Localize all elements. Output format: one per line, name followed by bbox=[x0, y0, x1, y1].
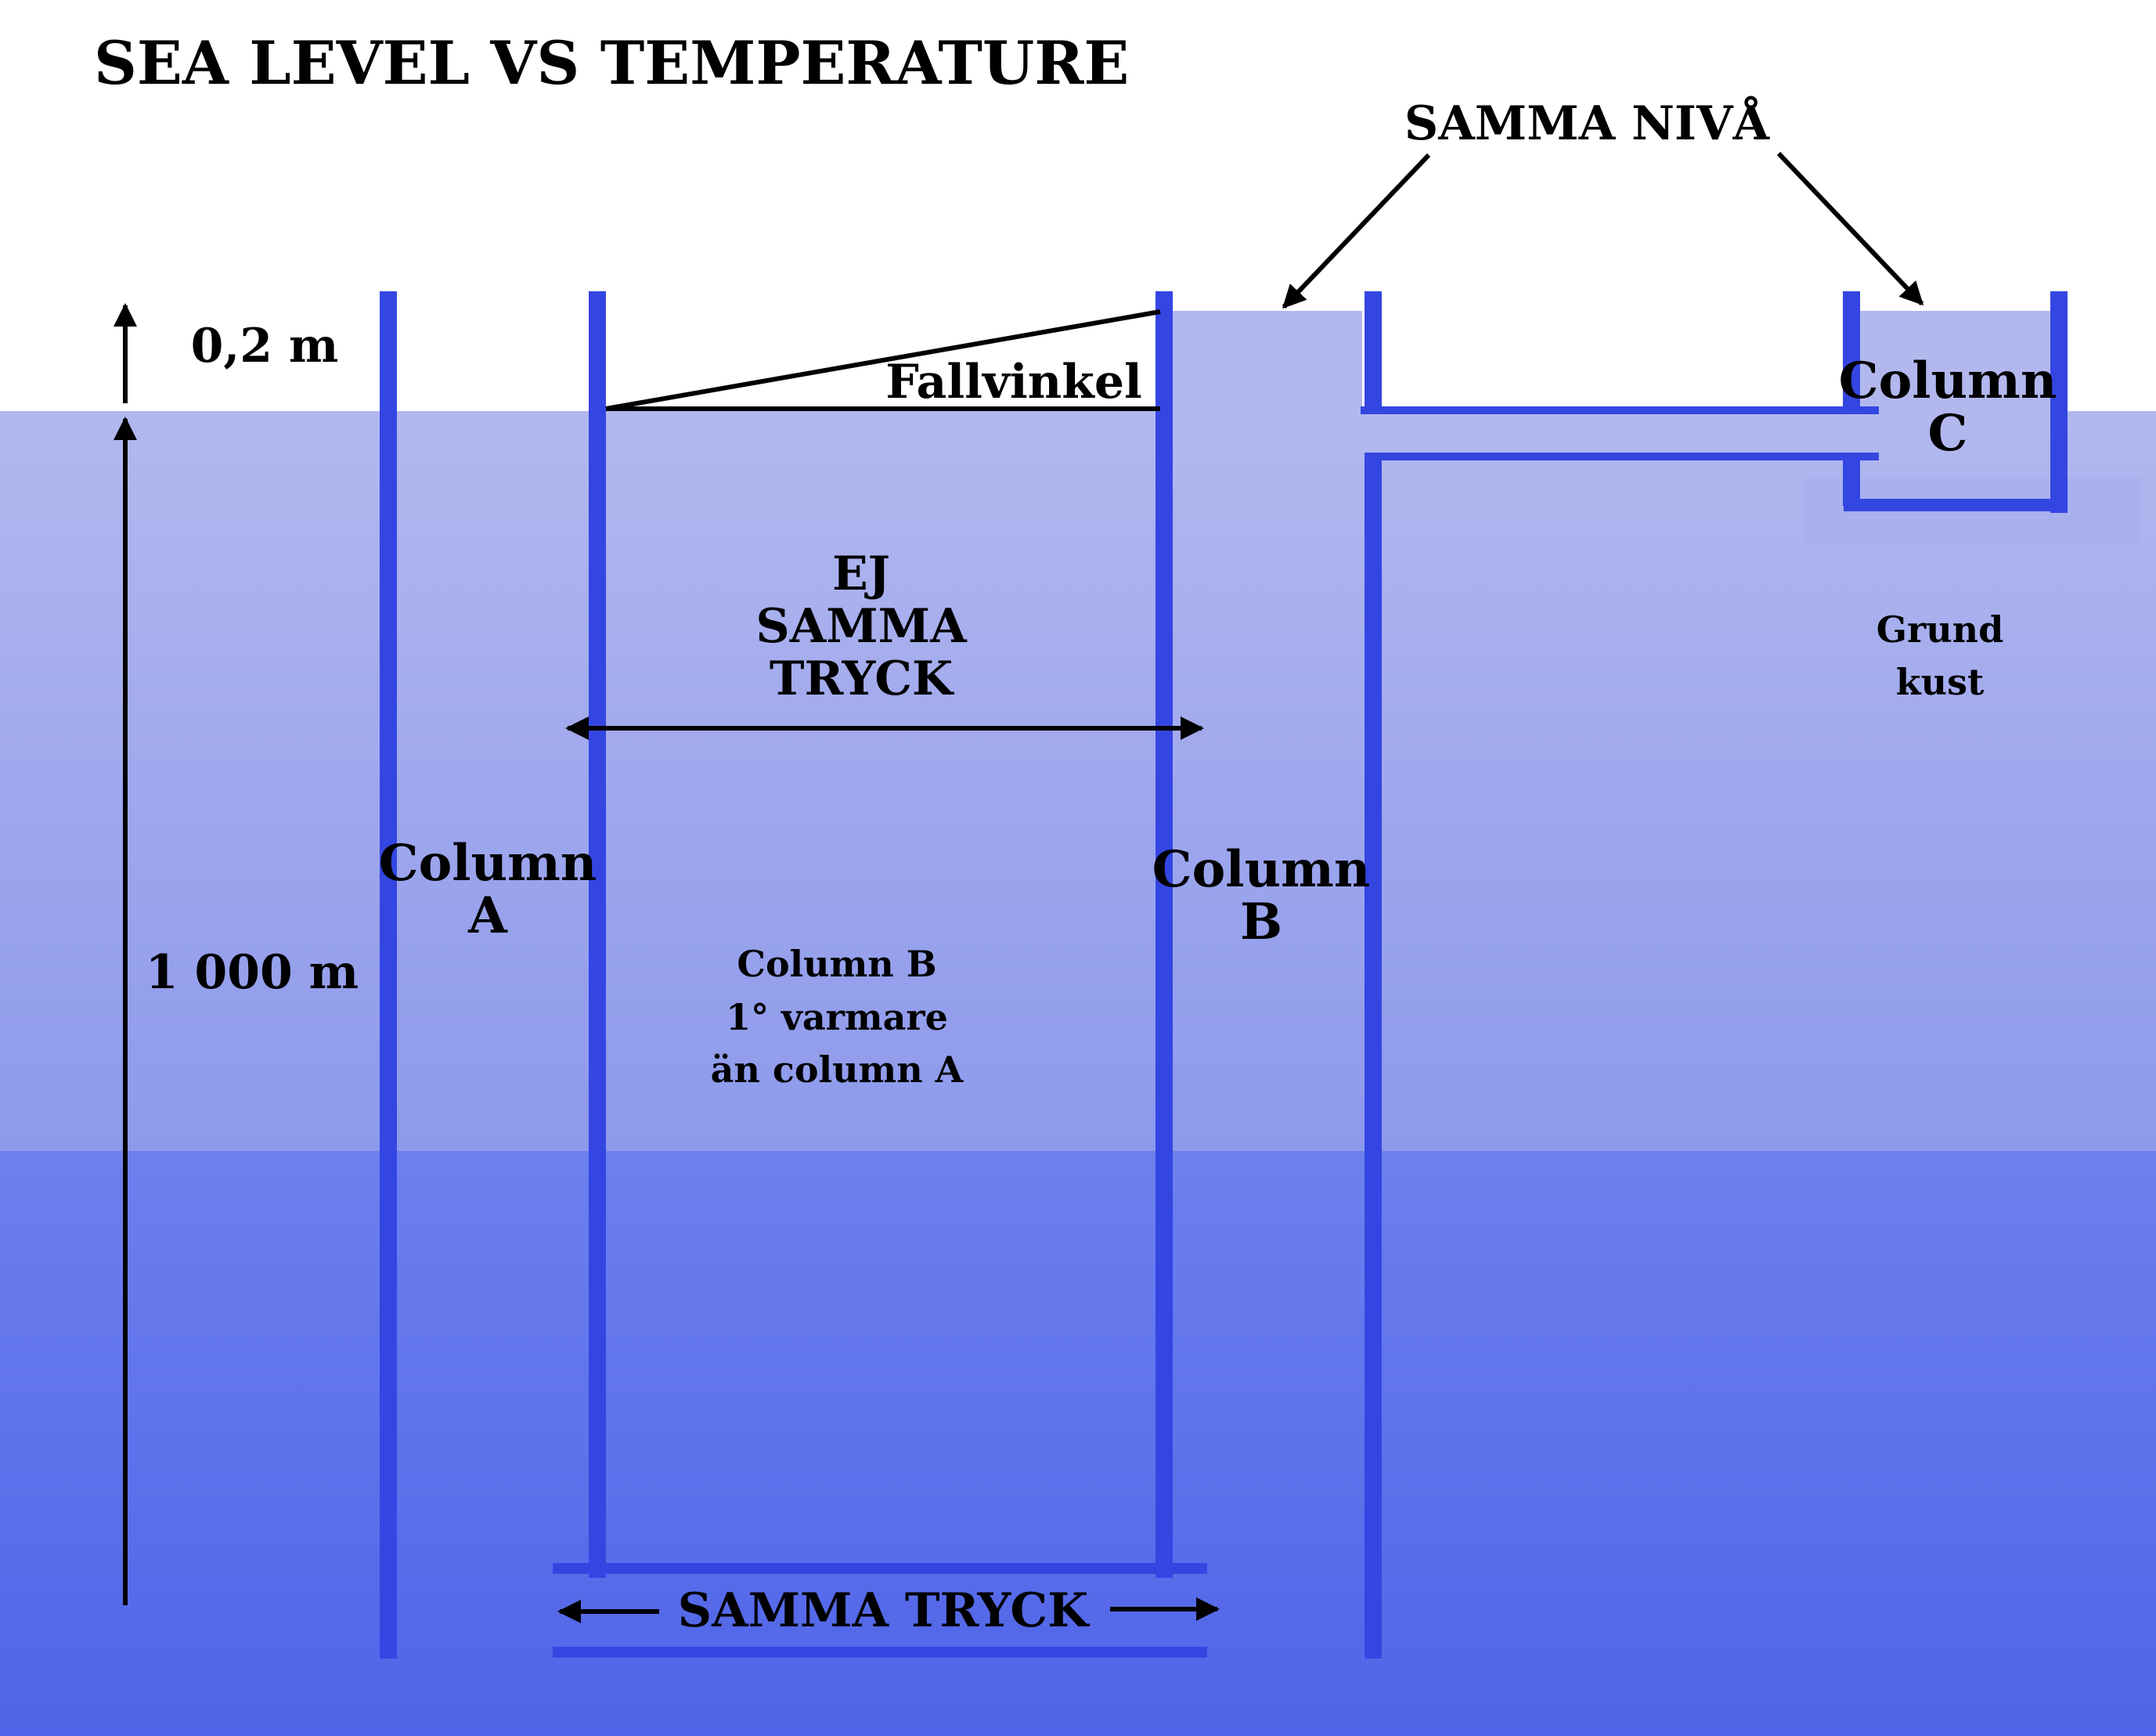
height-large-label: 1 000 m bbox=[146, 945, 359, 1000]
column-c-label-line1: Column bbox=[1839, 352, 2057, 410]
column-b-note-line2: 1° varmare bbox=[726, 996, 948, 1038]
ej-samma-tryck-line2: SAMMA bbox=[755, 599, 968, 654]
shallow-coast-shelf bbox=[1804, 478, 2141, 550]
water-upper-layer bbox=[0, 411, 2156, 1151]
samma-niva-arrow-right bbox=[1776, 151, 1924, 306]
column-a-label-line2: A bbox=[467, 886, 508, 945]
column-b-note-line1: Column B bbox=[737, 943, 936, 985]
samma-tryck-label: SAMMA TRYCK bbox=[678, 1583, 1090, 1638]
diagram-title: SEA LEVEL VS TEMPERATURE bbox=[94, 28, 1129, 98]
column-c-label-line2: C bbox=[1928, 404, 1968, 463]
fallvinkel-label: Fallvinkel bbox=[885, 355, 1142, 410]
grund-kust-line2: kust bbox=[1896, 661, 1985, 703]
column-c-raised-water bbox=[1857, 311, 2059, 411]
column-a-label-line1: Column bbox=[379, 834, 597, 893]
samma-niva-arrow-left bbox=[1282, 153, 1431, 309]
ej-samma-tryck-line3: TRYCK bbox=[770, 651, 954, 706]
column-b-note-line3: än column A bbox=[711, 1048, 964, 1091]
height-small-label: 0,2 m bbox=[191, 319, 339, 374]
grund-kust-line1: Grund bbox=[1877, 608, 2004, 651]
water-deep-layer bbox=[0, 1151, 2156, 1736]
ej-samma-tryck-line1: EJ bbox=[832, 547, 890, 601]
fallvinkel-hypotenuse bbox=[605, 309, 1161, 411]
column-b-label-line2: B bbox=[1240, 893, 1282, 951]
samma-niva-label: SAMMA NIVÅ bbox=[1404, 96, 1771, 151]
column-b-raised-water bbox=[1166, 311, 1362, 411]
column-b-label-line1: Column bbox=[1152, 840, 1371, 899]
